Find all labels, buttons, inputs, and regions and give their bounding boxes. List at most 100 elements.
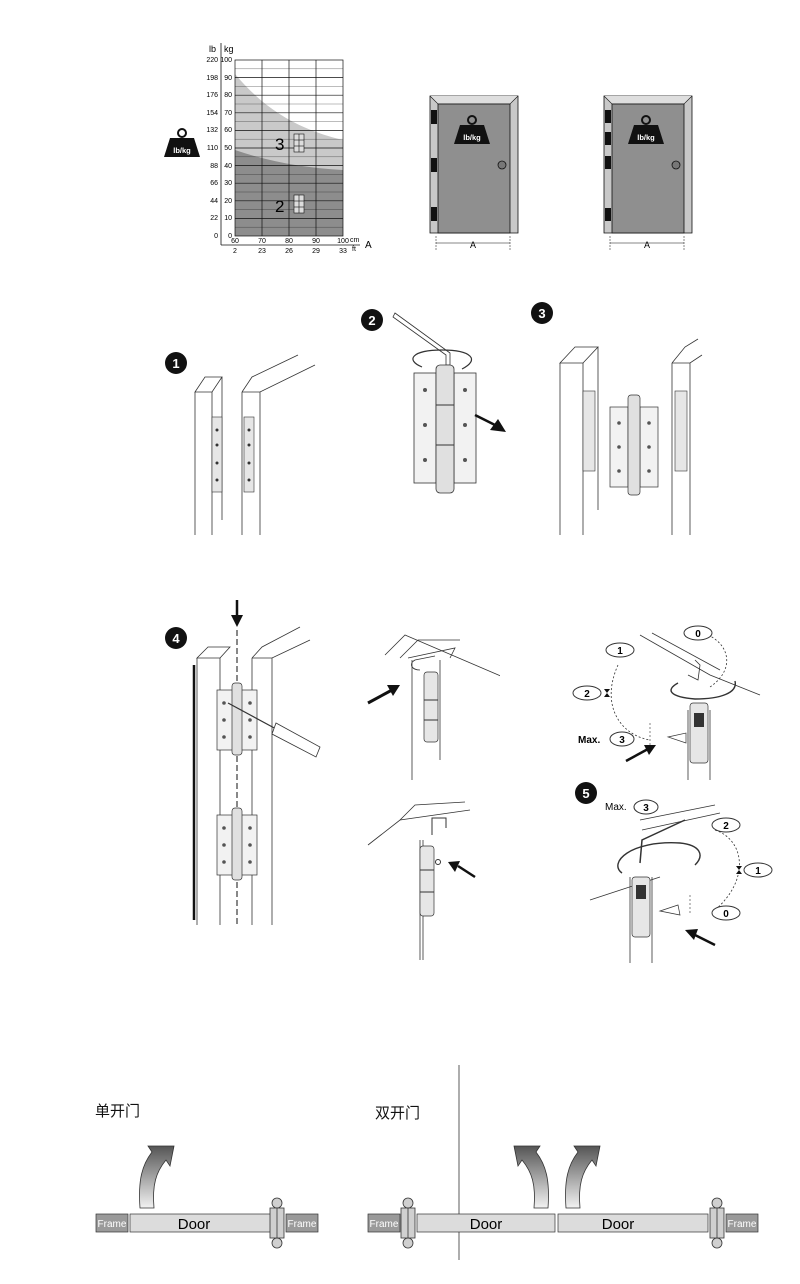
rotate-arrow-icon bbox=[670, 680, 736, 700]
swing-arrow-icon bbox=[139, 1145, 175, 1209]
adjustment-lower: 5 Max. 3 2 1 0 bbox=[575, 782, 773, 963]
lb-tick: 176 bbox=[206, 92, 218, 99]
hex-key-icon bbox=[431, 817, 447, 835]
install-step-4: 4 bbox=[165, 600, 321, 925]
hinge-icon bbox=[293, 194, 305, 214]
step-3-badge: 3 bbox=[538, 306, 545, 321]
step-5-badge: 5 bbox=[582, 786, 589, 801]
door-figure-four-hinges: lb/kg A bbox=[603, 95, 693, 250]
hinge-plan-icon bbox=[400, 1197, 416, 1249]
push-arrow-icon bbox=[625, 747, 649, 763]
double-door-right-label: Door bbox=[602, 1216, 635, 1233]
rotate-arrow-icon bbox=[617, 842, 701, 874]
upper-position-1: 1 bbox=[617, 646, 623, 657]
hinge-barrel bbox=[419, 845, 435, 917]
lb-tick: 88 bbox=[210, 163, 218, 170]
hinge-leaf bbox=[605, 208, 611, 221]
ft-unit: ft bbox=[352, 246, 356, 253]
ft-tick: 26 bbox=[285, 248, 293, 255]
cm-tick: 60 bbox=[231, 238, 239, 245]
hinge-barrel bbox=[689, 702, 709, 764]
lower-max-label: Max. bbox=[605, 802, 627, 813]
lower-position-2: 2 bbox=[723, 821, 729, 832]
upper-max-number: 3 bbox=[619, 735, 625, 746]
hinge-barrel bbox=[627, 394, 641, 496]
push-arrow-icon bbox=[457, 864, 476, 879]
pull-arrow-icon bbox=[474, 413, 496, 427]
pin-icon bbox=[658, 904, 681, 916]
lb-tick: 220 bbox=[206, 57, 218, 64]
lb-tick: 154 bbox=[206, 110, 218, 117]
rotate-arrow-icon bbox=[412, 349, 473, 370]
door-weight-label: lb/kg bbox=[463, 133, 481, 142]
zone-upper-number: 3 bbox=[275, 135, 284, 154]
step-1-figure: 1 bbox=[165, 352, 316, 535]
single-frame-left-label: Frame bbox=[98, 1219, 127, 1230]
hinge-icon bbox=[293, 133, 305, 153]
lb-tick: 22 bbox=[210, 215, 218, 222]
cm-unit: cm bbox=[350, 237, 360, 244]
step-2-figure: 2 bbox=[361, 309, 506, 494]
hinge-leaf bbox=[605, 156, 611, 169]
cm-tick: 100 bbox=[337, 238, 349, 245]
hex-key-icon bbox=[639, 819, 686, 864]
hinge-barrel bbox=[435, 364, 455, 494]
single-frame-right-label: Frame bbox=[288, 1219, 317, 1230]
kg-tick: 90 bbox=[224, 75, 232, 82]
push-arrow-icon bbox=[367, 688, 393, 705]
hinge-plan-icon bbox=[709, 1197, 725, 1249]
step-1-badge: 1 bbox=[172, 356, 179, 371]
double-frame-left-label: Frame bbox=[370, 1219, 399, 1230]
hinge-barrel bbox=[231, 682, 243, 756]
swing-arrow-icon bbox=[513, 1145, 549, 1209]
chart-kg-header: kg bbox=[224, 44, 234, 54]
double-frame-right-label: Frame bbox=[728, 1219, 757, 1230]
single-door-plan: Frame Door Frame bbox=[95, 1145, 319, 1249]
door-plan-diagrams: Frame Door Frame Frame Door Door Frame bbox=[95, 1065, 759, 1260]
kg-tick: 10 bbox=[224, 215, 232, 222]
kg-tick: 80 bbox=[224, 92, 232, 99]
kg-tick: 70 bbox=[224, 110, 232, 117]
door-weight-label: lb/kg bbox=[637, 133, 655, 142]
hinge-leaf bbox=[431, 110, 437, 124]
hinge-barrel bbox=[231, 807, 243, 881]
ft-tick: 23 bbox=[258, 248, 266, 255]
ft-tick: 2 bbox=[233, 248, 237, 255]
upper-position-2: 2 bbox=[584, 689, 590, 700]
kg-tick: 20 bbox=[224, 198, 232, 205]
kg-tick: 60 bbox=[224, 127, 232, 134]
lb-tick: 110 bbox=[207, 145, 218, 152]
kg-tick: 30 bbox=[224, 180, 232, 187]
hinge-leaf bbox=[431, 207, 437, 221]
cm-tick: 70 bbox=[258, 238, 266, 245]
lower-max-number: 3 bbox=[643, 803, 649, 814]
swing-arrow-icon bbox=[565, 1145, 601, 1209]
lower-position-1: 1 bbox=[755, 866, 761, 877]
kg-tick: 50 bbox=[224, 145, 232, 152]
hinge-detail-views bbox=[367, 634, 500, 960]
lb-tick: 132 bbox=[206, 127, 218, 134]
adjustment-upper: 1 0 2 Max. 3 bbox=[572, 625, 761, 780]
door-knob bbox=[497, 160, 507, 170]
zone-lower-number: 2 bbox=[275, 197, 284, 216]
hinge-barrel bbox=[423, 671, 439, 743]
door-figures: lb/kg A lb/kg A bbox=[429, 95, 693, 250]
lb-tick: 198 bbox=[206, 75, 218, 82]
hinge-leaf bbox=[605, 132, 611, 145]
ft-tick: 33 bbox=[339, 248, 347, 255]
weight-icon: lb/kg bbox=[164, 128, 200, 157]
hinge-recess bbox=[211, 416, 223, 493]
hex-key-icon bbox=[392, 312, 451, 366]
step-3-figure: 3 bbox=[531, 302, 703, 535]
lower-position-0: 0 bbox=[723, 909, 729, 920]
tension-adjustment-diagrams: 1 0 2 Max. 3 5 Max. 3 2 1 bbox=[572, 625, 773, 963]
door-dimension-label: A bbox=[470, 240, 476, 250]
hinge-recess bbox=[243, 416, 255, 493]
hinge-plan-icon bbox=[269, 1197, 285, 1249]
chart-axis-letter: A bbox=[365, 240, 372, 251]
screwdriver-icon bbox=[227, 702, 321, 758]
lb-tick: 0 bbox=[214, 233, 218, 240]
door-knob bbox=[671, 160, 681, 170]
step-2-badge: 2 bbox=[368, 313, 375, 328]
single-door-label: Door bbox=[178, 1216, 211, 1233]
